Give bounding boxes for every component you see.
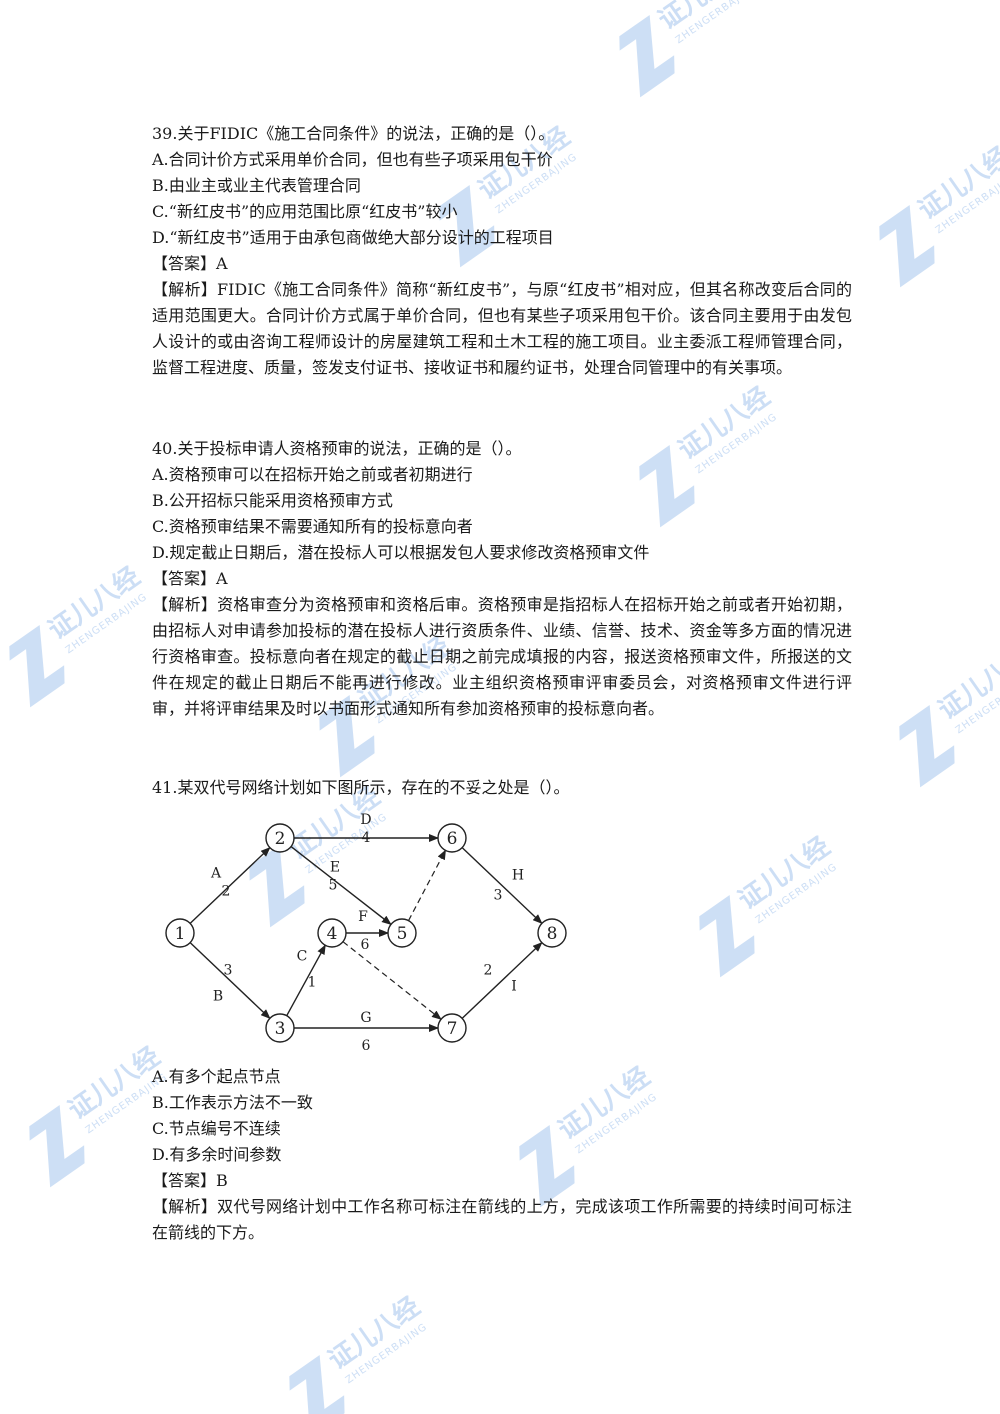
analysis: 【解析】资格审查分为资格预审和资格后审。资格预审是指招标人在招标开始之前或者开始…	[152, 595, 852, 718]
option-b: B.公开招标只能采用资格预审方式	[152, 491, 393, 510]
option-d: D.规定截止日期后，潜在投标人可以根据发包人要求修改资格预审文件	[152, 543, 650, 562]
option-c: C.“新红皮书”的应用范围比原“红皮书”较小	[152, 202, 458, 221]
option-a: A.有多个起点节点	[152, 1067, 281, 1086]
analysis: 【解析】双代号网络计划中工作名称可标注在箭线的上方，完成该项工作所需要的持续时间…	[152, 1197, 852, 1242]
activity-duration-A: 2	[222, 884, 231, 900]
activity-name-F: F	[358, 909, 368, 925]
question-stem: 41.某双代号网络计划如下图所示，存在的不妥之处是（）。	[152, 778, 570, 797]
answer: 【答案】A	[152, 254, 228, 273]
option-b: B.由业主或业主代表管理合同	[152, 176, 361, 195]
activity-arrow-I	[461, 941, 543, 1019]
activity-duration-I: 2	[484, 963, 493, 979]
activity-arrow-B	[189, 942, 271, 1020]
option-d: D.有多余时间参数	[152, 1145, 282, 1164]
activity-name-A: A	[210, 866, 222, 882]
node-label-3: 3	[275, 1019, 286, 1039]
node-circle-6	[437, 823, 467, 853]
node-circle-2	[265, 823, 295, 853]
option-c: C.节点编号不连续	[152, 1119, 281, 1138]
activity-name-G: G	[360, 1010, 371, 1026]
activity-duration-B: 3	[224, 963, 233, 979]
question-41-options: A.有多个起点节点 B.工作表示方法不一致 C.节点编号不连续 D.有多余时间参…	[152, 1064, 852, 1246]
question-stem: 39.关于FIDIC《施工合同条件》的说法，正确的是（）。	[152, 124, 555, 143]
option-c: C.资格预审结果不需要通知所有的投标意向者	[152, 517, 473, 536]
activity-duration-E: 5	[329, 878, 338, 894]
node-circle-3	[265, 1013, 295, 1043]
activity-name-I: I	[511, 979, 517, 995]
question-40: 40.关于投标申请人资格预审的说法，正确的是（）。 A.资格预审可以在招标开始之…	[152, 436, 852, 722]
activity-arrow-C	[286, 944, 326, 1017]
activity-name-D: D	[360, 812, 371, 828]
activity-name-B: B	[213, 989, 223, 1005]
node-label-1: 1	[175, 924, 186, 944]
node-circle-8	[537, 918, 567, 948]
node-label-4: 4	[327, 924, 338, 944]
activity-duration-H: 3	[494, 888, 503, 904]
option-a: A.合同计价方式采用单价合同，但也有些子项采用包干价	[152, 150, 553, 169]
watermark	[863, 140, 1000, 288]
node-label-7: 7	[447, 1019, 458, 1039]
activity-arrow-E	[290, 846, 392, 926]
node-label-2: 2	[275, 829, 286, 849]
option-d: D.“新红皮书”适用于由承包商做绝大部分设计的工程项目	[152, 228, 554, 247]
dummy-arrow-4-7	[342, 941, 442, 1020]
node-label-5: 5	[397, 924, 408, 944]
node-label-6: 6	[447, 829, 458, 849]
watermark	[0, 560, 165, 708]
activity-name-E: E	[330, 860, 340, 876]
question-39: 39.关于FIDIC《施工合同条件》的说法，正确的是（）。 A.合同计价方式采用…	[152, 121, 852, 381]
watermark	[883, 640, 1000, 788]
node-circle-1	[165, 918, 195, 948]
dummy-arrow-5-6	[407, 849, 447, 921]
activity-arrow-H	[461, 847, 543, 925]
watermark	[683, 830, 855, 978]
activity-name-C: C	[297, 949, 308, 965]
activity-duration-G: 6	[362, 1038, 371, 1054]
question-41: 41.某双代号网络计划如下图所示，存在的不妥之处是（）。	[152, 775, 852, 801]
answer: 【答案】B	[152, 1171, 228, 1190]
analysis: 【解析】FIDIC《施工合同条件》简称“新红皮书”，与原“红皮书”相对应，但其名…	[152, 280, 852, 377]
answer: 【答案】A	[152, 569, 228, 588]
activity-name-H: H	[512, 868, 524, 884]
activity-duration-C: 1	[308, 975, 317, 991]
node-circle-4	[317, 918, 347, 948]
question-stem: 40.关于投标申请人资格预审的说法，正确的是（）。	[152, 439, 522, 458]
activity-duration-D: 4	[362, 830, 371, 846]
option-a: A.资格预审可以在招标开始之前或者初期进行	[152, 465, 473, 484]
activity-duration-F: 6	[361, 937, 370, 953]
watermark	[603, 0, 775, 98]
activity-arrow-A	[189, 846, 271, 924]
node-circle-5	[387, 918, 417, 948]
option-b: B.工作表示方法不一致	[152, 1093, 313, 1112]
watermark	[273, 1290, 445, 1414]
node-circle-7	[437, 1013, 467, 1043]
node-label-8: 8	[547, 924, 558, 944]
